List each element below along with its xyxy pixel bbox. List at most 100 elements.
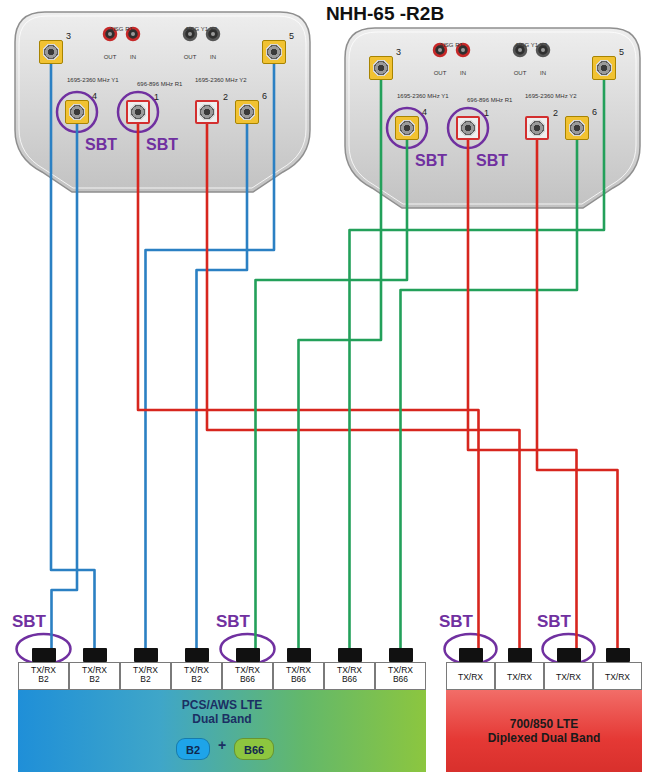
text-holder: 1695-2360 MHz Y1	[67, 68, 119, 86]
text-holder: 1695-2360 MHz Y2	[195, 68, 247, 86]
text-holder: B2	[186, 740, 200, 758]
antenna-port: 2	[525, 116, 549, 140]
antenna-port: 3	[369, 56, 393, 80]
port-number: 2	[553, 108, 558, 118]
aisg-pin	[131, 32, 135, 36]
text-holder: 3	[66, 25, 71, 43]
text-holder: IN	[130, 45, 136, 63]
text-holder: TX/RX	[495, 666, 544, 684]
text-holder: SBT	[476, 152, 508, 170]
panel-label: IN	[460, 70, 466, 77]
text-holder: TX/RX B66	[273, 666, 324, 687]
sbt-label: SBT	[12, 612, 46, 632]
text-holder: +	[218, 736, 226, 754]
text-holder: 2	[223, 86, 228, 104]
aisg-pin	[211, 32, 215, 36]
text-holder: SBT	[146, 136, 178, 154]
sbt-circle	[118, 92, 158, 132]
port-number: 3	[66, 31, 71, 41]
radio-port: TX/RX	[593, 648, 642, 690]
text-holder: 696-896 MHz R1	[137, 72, 182, 90]
panel-label: 696-896 MHz R1	[467, 97, 512, 104]
text-holder: 1	[154, 86, 159, 104]
text-holder: 1695-2360 MHz Y1	[397, 84, 449, 102]
antenna-port: 5	[592, 56, 616, 80]
rf-jumper	[299, 80, 382, 648]
text-holder: AISG Y1 Y2	[515, 33, 547, 51]
label-holder: SBT	[216, 612, 250, 632]
text-holder: 1	[484, 102, 489, 120]
text-holder: 4	[422, 101, 427, 119]
text-holder: 6	[262, 85, 267, 103]
text-holder: TX/RX B2	[120, 666, 171, 687]
text-holder: TX/RX B2	[171, 666, 222, 687]
band-pill: B2	[176, 738, 210, 760]
text-holder: OUT	[104, 45, 117, 63]
sbt-label: SBT	[85, 136, 117, 154]
sbt-label: SBT	[439, 612, 473, 632]
aisg-pin	[438, 48, 442, 52]
radio-port: TX/RX B66	[222, 648, 273, 690]
band-name: B2	[186, 744, 200, 757]
radio-port: TX/RX	[544, 648, 593, 690]
port-number: 2	[223, 92, 228, 102]
port-label: TX/RX B66	[232, 666, 264, 685]
port-number: 4	[422, 107, 427, 117]
panel-label: 1695-2360 MHz Y2	[195, 77, 247, 84]
sbt-label: SBT	[476, 152, 508, 170]
aisg-pin	[518, 48, 522, 52]
label-holder: SBT	[537, 612, 571, 632]
panel-label: 1695-2360 MHz Y1	[397, 93, 449, 100]
sbt-label: SBT	[146, 136, 178, 154]
rf-jumper	[401, 140, 578, 648]
text-holder: TX/RX	[593, 666, 642, 684]
text-holder: TX/RX B2	[18, 666, 69, 687]
antenna-port: 4	[395, 116, 419, 140]
text-holder: B66	[244, 740, 264, 758]
rf-jumper	[52, 124, 78, 648]
text-holder: OUT	[184, 45, 197, 63]
radio-port: TX/RX B2	[69, 648, 120, 690]
sbt-label: SBT	[415, 152, 447, 170]
port-number: 5	[619, 47, 624, 57]
port-label: TX/RX	[458, 673, 483, 682]
sbt-circle	[57, 92, 97, 132]
radio-port: TX/RX B2	[171, 648, 222, 690]
sbt-label: SBT	[537, 612, 571, 632]
text-holder: OUT	[434, 61, 447, 79]
panel-label: IN	[210, 54, 216, 61]
housing-outline	[345, 28, 640, 208]
port-number: 5	[289, 31, 294, 41]
antenna-port: 3	[39, 40, 63, 64]
rf-jumper	[256, 140, 408, 648]
text-holder: 3	[396, 41, 401, 59]
port-label: TX/RX B2	[28, 666, 60, 685]
panel-label: AISG R1	[109, 26, 133, 33]
aisg-pin	[108, 32, 112, 36]
port-label: TX/RX	[605, 673, 630, 682]
text-holder: IN	[460, 61, 466, 79]
port-number: 6	[262, 91, 267, 101]
text-holder: SBT	[415, 152, 447, 170]
rf-jumper	[146, 64, 275, 648]
band-name: B66	[244, 744, 264, 757]
text-holder: TX/RX B66	[375, 666, 426, 687]
text-holder: TX/RX	[446, 666, 495, 684]
panel-label: AISG Y1 Y2	[515, 42, 547, 49]
rf-jumper	[197, 124, 248, 648]
rf-jumper	[138, 124, 479, 648]
port-number: 6	[592, 107, 597, 117]
port-number: 1	[484, 108, 489, 118]
text-holder: AISG Y1 Y2	[185, 17, 217, 35]
text-holder: TX/RX B2	[69, 666, 120, 687]
antenna-panel: AISG R1OUTINAISG Y1 Y2OUTIN1695-2360 MHz…	[345, 28, 640, 208]
panel-label: OUT	[184, 54, 197, 61]
text-holder: AISG R1	[439, 33, 463, 51]
antenna-port: 2	[195, 100, 219, 124]
port-label: TX/RX	[556, 673, 581, 682]
antenna-panel: AISG R1 OUT IN AISG Y1 Y2 OUT IN 1695-2360 MHz…	[15, 12, 310, 192]
text-holder: TX/RX	[544, 666, 593, 684]
port-label: TX/RX B66	[385, 666, 417, 685]
text-holder: 6	[592, 101, 597, 119]
port-label: TX/RX B2	[130, 666, 162, 685]
